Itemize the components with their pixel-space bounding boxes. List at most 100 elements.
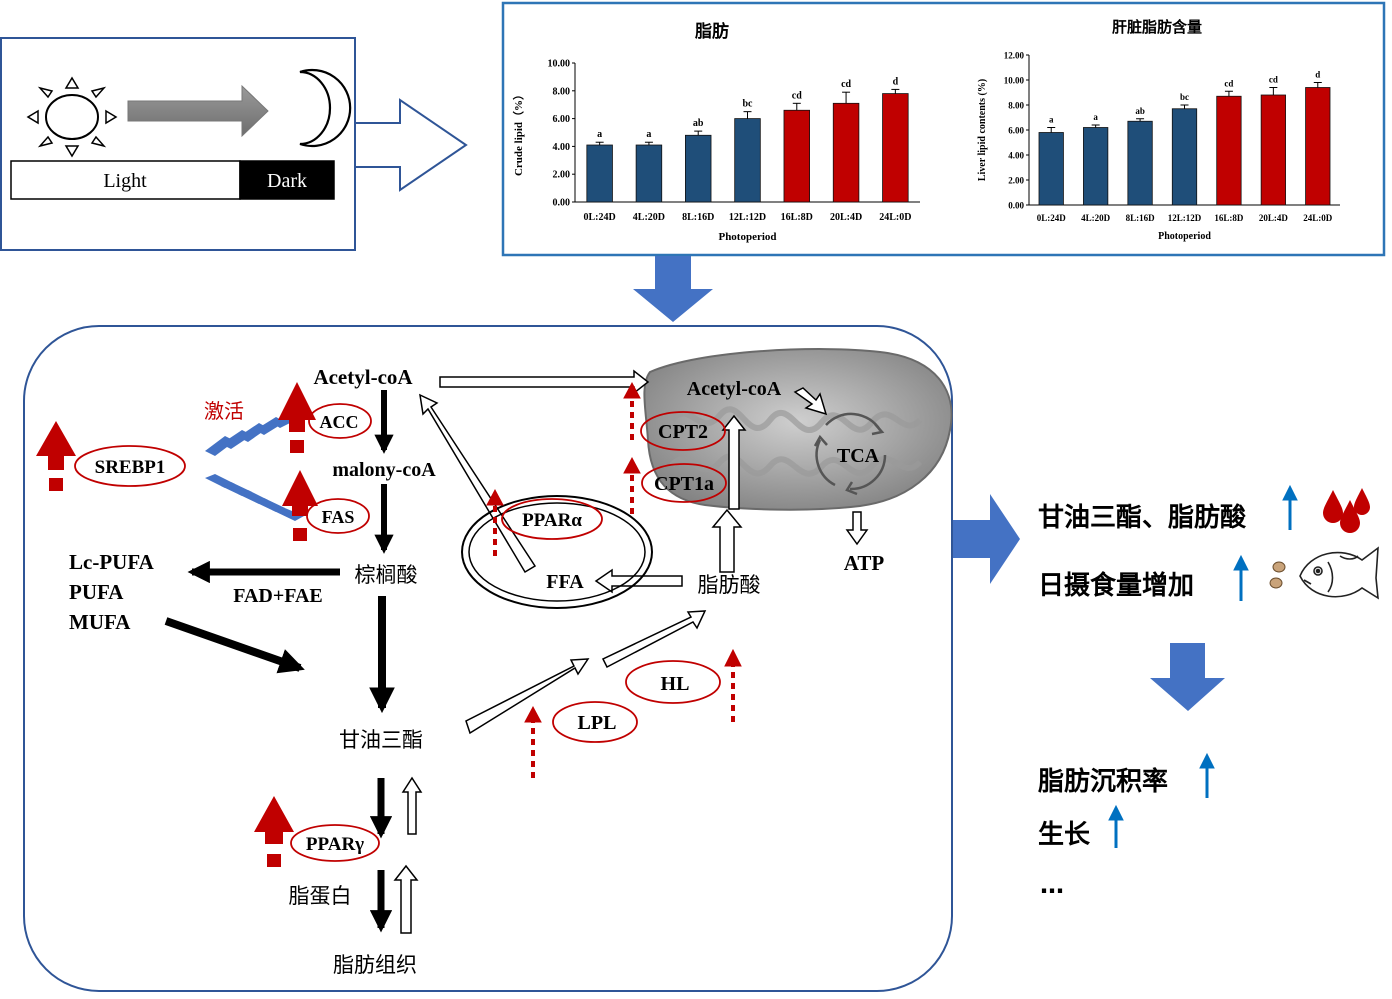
ppar-alpha-double-ring (461, 495, 653, 609)
significance-letter: ab (1135, 106, 1145, 116)
y-tick-label: 10.00 (1004, 76, 1025, 86)
significance-letter: cd (792, 90, 802, 101)
outcome-fat-deposition: 脂肪沉积率 (1038, 766, 1168, 797)
fatty-acid-label: 脂肪酸 (698, 573, 761, 597)
srebp1-label: SREBP1 (95, 457, 166, 478)
hl-label: HL (661, 673, 690, 695)
y-tick-label: 4.00 (553, 142, 571, 153)
x-tick-label: 4L:20D (633, 212, 665, 223)
bar (1038, 132, 1064, 206)
bar (1083, 127, 1109, 206)
sun-icon (26, 76, 118, 158)
fad-fae-label: FAD+FAE (233, 585, 323, 607)
pathway-to-outcomes-arrow (953, 494, 1020, 584)
significance-letter: a (1049, 115, 1054, 125)
black-pathway-arrows (164, 390, 395, 933)
ffa-label: FFA (546, 571, 584, 593)
ppar-gamma-label: PPARγ (306, 834, 364, 855)
x-tick-label: 16L:8D (1214, 213, 1244, 223)
y-tick-label: 6.00 (1008, 126, 1024, 136)
outcome-feed-intake: 日摄食量增加 (1038, 570, 1194, 601)
activation-chevrons (205, 411, 304, 521)
fas-label: FAS (322, 507, 355, 527)
y-axis-label: Crude lipid（%） (512, 89, 525, 176)
bar (783, 109, 811, 203)
moon-icon (299, 68, 352, 148)
y-tick-label: 2.00 (1008, 176, 1024, 186)
bar (734, 118, 761, 203)
palmitic-acid-label: 棕榈酸 (355, 563, 418, 587)
y-tick-label: 8.00 (553, 86, 571, 97)
red-dotted-arrows (486, 381, 742, 778)
significance-letter: cd (1224, 78, 1233, 88)
outcome-growth: 生长 (1038, 820, 1091, 850)
x-tick-label: 20L:4D (830, 212, 862, 223)
mitochondrion (643, 348, 953, 511)
y-tick-label: 12.00 (1004, 51, 1025, 61)
left-chart-title: 脂肪 (695, 21, 729, 42)
y-tick-label: 6.00 (553, 114, 571, 125)
y-tick-label: 8.00 (1008, 101, 1024, 111)
significance-letter: ab (693, 118, 704, 129)
red-up-arrows (36, 382, 318, 867)
significance-letter: d (1315, 70, 1320, 80)
tca-label: TCA (837, 445, 880, 467)
acetyl-to-tca-arrow (793, 387, 828, 416)
bar (586, 144, 613, 203)
lipoprotein-label: 脂蛋白 (289, 884, 352, 908)
x-axis-label: Photoperiod (718, 231, 776, 243)
light-to-dark-arrow (127, 84, 269, 138)
x-tick-label: 24L:0D (879, 212, 911, 223)
tca-to-atp-arrow (845, 511, 869, 546)
lpl-label: LPL (578, 712, 617, 734)
outcome-ellipsis: … (1040, 871, 1064, 899)
x-tick-label: 20L:4D (1259, 213, 1289, 223)
crude-lipid-chart: 0.002.004.006.008.0010.00a0L:24Da4L:20Da… (512, 59, 920, 243)
tca-cycle-icon (813, 412, 887, 496)
pufa-line-1: Lc-PUFA (69, 550, 155, 574)
y-tick-label: 2.00 (553, 170, 571, 181)
liver-lipid-chart: 0.002.004.006.008.0010.0012.00a0L:24Da4L… (977, 51, 1340, 242)
light-label: Light (103, 170, 147, 192)
y-tick-label: 0.00 (553, 198, 571, 209)
feed-pellets-icon (1269, 561, 1286, 589)
significance-letter: d (893, 76, 899, 87)
blue-up-arrow-icons (1108, 484, 1298, 848)
malony-coa-label: malony-coA (332, 459, 436, 481)
y-tick-label: 0.00 (1008, 201, 1024, 211)
x-tick-label: 0L:24D (1037, 213, 1067, 223)
mito-acetyl-coa-label: Acetyl-coA (687, 378, 782, 400)
cpt2-label: CPT2 (658, 421, 708, 443)
bar (1127, 120, 1153, 206)
bar (832, 102, 860, 203)
ppar-alpha-label: PPARα (522, 510, 582, 531)
cpt1a-label: CPT1a (654, 473, 714, 495)
x-tick-label: 16L:8D (781, 212, 813, 223)
significance-letter: a (646, 129, 651, 140)
outcome-triglyceride-fa: 甘油三酯、脂肪酸 (1038, 503, 1247, 533)
significance-letter: a (597, 129, 602, 140)
x-tick-label: 24L:0D (1303, 213, 1333, 223)
x-tick-label: 8L:16D (1126, 213, 1156, 223)
light-dark-panel: Light Dark (0, 37, 356, 251)
panel-to-charts-arrow (354, 98, 468, 192)
bar (882, 93, 909, 203)
significance-letter: a (1093, 112, 1098, 122)
significance-letter: cd (1269, 75, 1278, 85)
bar (1171, 108, 1198, 206)
right-chart-title: 肝脏脂肪含量 (1112, 18, 1202, 36)
bar (1305, 87, 1331, 206)
y-axis-label: Liver lipid contents (%) (977, 79, 988, 181)
x-axis-label: Photoperiod (1158, 231, 1211, 242)
y-tick-label: 4.00 (1008, 151, 1024, 161)
bar (1216, 95, 1242, 206)
x-tick-label: 0L:24D (584, 212, 616, 223)
x-tick-label: 12L:12D (1168, 213, 1202, 223)
bar (685, 134, 712, 203)
activate-label: 激活 (204, 399, 244, 423)
bar (1260, 94, 1286, 206)
pufa-line-3: MUFA (69, 610, 131, 634)
triglyceride-label: 甘油三酯 (339, 728, 423, 752)
